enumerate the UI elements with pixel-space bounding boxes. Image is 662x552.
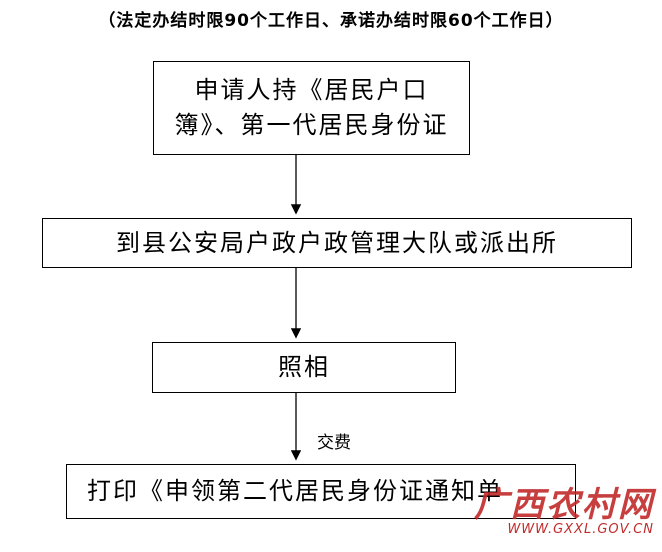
step-print-notice: 打印《申领第二代居民身份证通知单 [66,464,576,519]
edge-label-fee: 交费 [317,433,351,453]
step-apply-text: 申请人持《居民户口簿》、第一代居民身份证 [174,76,449,139]
watermark-title: 广西农村网 [474,485,654,525]
step-police-office-text: 到县公安局户政户政管理大队或派出所 [116,228,558,257]
step-apply: 申请人持《居民户口簿》、第一代居民身份证 [153,61,470,155]
step-print-notice-text: 打印《申领第二代居民身份证通知单 [87,477,503,506]
watermark-url: WWW.GXXL.GOV.CN [507,522,654,537]
step-police-office: 到县公安局户政户政管理大队或派出所 [42,218,632,268]
step-photo: 照相 [152,342,456,393]
site-watermark: 广西农村网 WWW.GXXL.GOV.CN [474,488,654,537]
header-note: （法定办结时限90个工作日、承诺办结时限60个工作日） [98,11,564,31]
step-photo-text: 照相 [278,353,330,382]
